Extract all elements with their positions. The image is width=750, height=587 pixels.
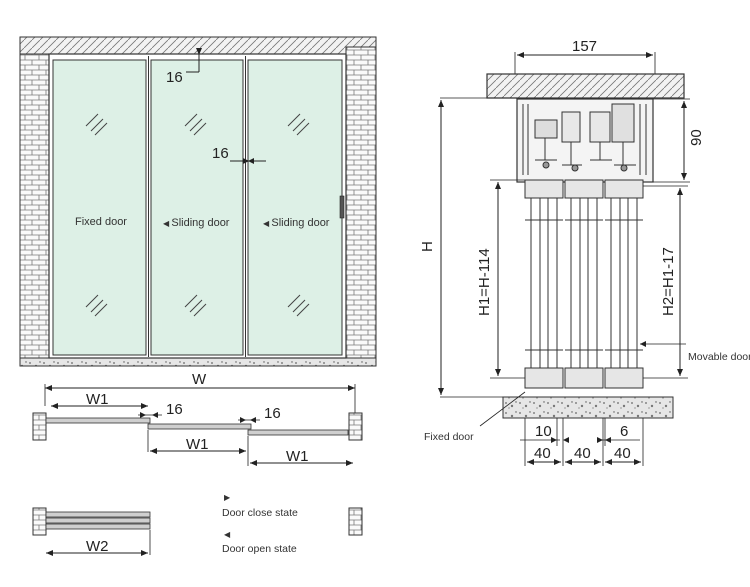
glass-sliding-2 — [247, 59, 343, 356]
door-label-sliding-2: ◀ Sliding door — [263, 217, 330, 229]
dim-6: 6 — [620, 423, 628, 440]
track-profile — [522, 103, 647, 175]
dim-w1-b: W1 — [186, 436, 209, 453]
door-label-fixed: Fixed door — [75, 216, 127, 228]
dim-10: 10 — [535, 423, 552, 440]
legend-door-close: ▶Door close state — [222, 493, 298, 519]
glass-fixed — [52, 59, 147, 356]
dim-overall-width: W — [192, 371, 207, 388]
plan-sliding-panel-2 — [247, 429, 349, 436]
label-movable-door: Movable door — [688, 351, 750, 363]
dim-w2: W2 — [86, 538, 109, 555]
dim-157: 157 — [572, 38, 597, 55]
glass-reflection-marks — [85, 113, 310, 317]
arrow-left-icon: ◀ — [263, 219, 271, 228]
plan-wall-left — [32, 412, 47, 441]
dim-H2: H2=H1-17 — [660, 247, 677, 316]
cross-section: 157 90 — [419, 38, 750, 466]
floor-strip — [19, 357, 377, 367]
plan-closed: W W1 16 16 W1 W1 ▶Door close state — [32, 371, 363, 519]
door-handle — [339, 195, 345, 219]
arrow-left-icon: ◀ — [163, 219, 171, 228]
arrow-left-icon: ◀ — [224, 530, 231, 539]
dim-40-c: 40 — [614, 445, 631, 462]
plan-open-wall-left — [32, 507, 47, 536]
plan-open-wall-right — [348, 507, 363, 536]
dim-H1: H1=H-114 — [476, 248, 493, 316]
plan-wall-right — [348, 412, 363, 441]
dim-40-a: 40 — [534, 445, 551, 462]
arrow-right-icon: ▶ — [224, 493, 231, 502]
dim-90: 90 — [688, 129, 705, 146]
dim-H: H — [419, 241, 436, 252]
dim-overlap-b: 16 — [264, 405, 281, 422]
floor-slab — [502, 396, 674, 419]
dim-overlap-a: 16 — [166, 401, 183, 418]
label-fixed-door: Fixed door — [424, 431, 474, 443]
left-brick-wall — [19, 53, 50, 360]
ceiling-slab — [486, 73, 685, 99]
legend-door-open: ◀Door open state — [222, 530, 297, 555]
dim-40-b: 40 — [574, 445, 591, 462]
dim-w1-c: W1 — [286, 448, 309, 465]
dim-w1-a: W1 — [86, 391, 109, 408]
door-label-sliding-1: ◀ Sliding door — [163, 217, 230, 229]
front-elevation: Fixed door ◀ Sliding door ◀ Sliding door… — [19, 36, 377, 367]
dim-top-gap: 16 — [166, 69, 183, 86]
plan-open: W2 ◀Door open state — [32, 507, 363, 556]
door-leaves — [524, 179, 644, 389]
dim-overlap: 16 — [212, 145, 229, 162]
glass-sliding-1 — [150, 59, 244, 356]
plan-fixed-panel — [45, 417, 151, 424]
stacked-panels — [45, 511, 151, 530]
right-brick-wall — [345, 46, 377, 360]
plan-sliding-panel-1 — [147, 423, 252, 430]
